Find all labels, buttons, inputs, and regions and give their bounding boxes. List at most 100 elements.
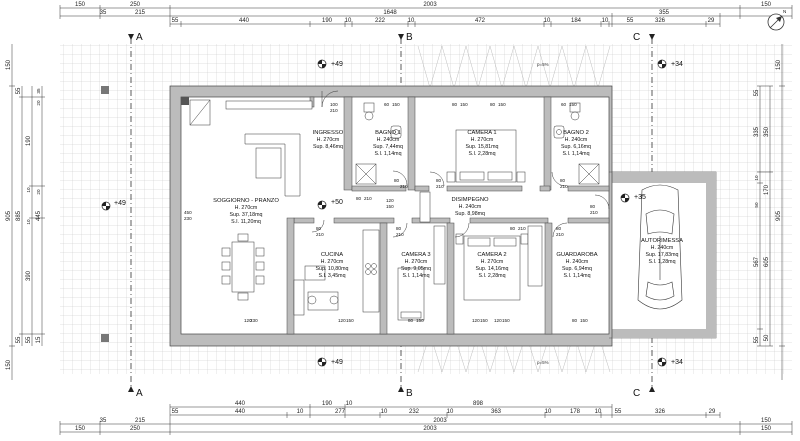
svg-text:+35: +35 xyxy=(634,194,646,201)
dim-bot-3-d: 150 xyxy=(761,418,772,424)
svg-text:80: 80 xyxy=(396,226,402,231)
living-furniture xyxy=(189,99,313,197)
svg-text:H. 240cm: H. 240cm xyxy=(565,137,588,143)
north-label: N xyxy=(783,9,786,14)
dim-top-3-a: 55 xyxy=(172,18,179,24)
dim-left-outer-c: 150 xyxy=(6,359,12,370)
room-bagno1: BAGNO 1 H. 240cm Sup. 7,44mq S.I. 1,14mq xyxy=(373,130,403,157)
dimension-lines-bottom xyxy=(59,404,793,435)
dim-top-3-f: 10 xyxy=(408,18,415,24)
dim-top-1-c: 2003 xyxy=(423,2,437,8)
ramp-hatch-top xyxy=(417,45,611,89)
svg-text:120: 120 xyxy=(338,318,346,323)
ramp-hatch-bottom xyxy=(417,333,611,373)
svg-text:80: 80 xyxy=(556,226,562,231)
dim-bot-3-a: 35 xyxy=(100,418,107,424)
svg-text:Sup. 15,81mq: Sup. 15,81mq xyxy=(466,144,499,150)
dim-left-detail-b: 20 xyxy=(36,100,41,106)
dim-left-inner-b: 445 xyxy=(36,210,42,221)
section-b-bottom: B xyxy=(406,388,413,399)
dim-right-inner-b: 50 xyxy=(754,202,759,208)
section-a-bottom: A xyxy=(136,388,143,399)
svg-text:210: 210 xyxy=(330,108,338,113)
room-guardaroba: GUARDAROBA H. 240cm Sup. 6,94mq S.I. 1,1… xyxy=(556,252,597,279)
room-autorimessa: AUTORIMESSA H. 240cm Sup. 17,83mq S.I. 1… xyxy=(641,238,683,265)
dim-top-3-g: 472 xyxy=(475,18,486,24)
dim-bot-2-h: 363 xyxy=(491,409,502,415)
dim-right-inner-a: 10 xyxy=(754,175,759,181)
svg-text:GUARDAROBA: GUARDAROBA xyxy=(556,252,597,258)
svg-text:CAMERA 1: CAMERA 1 xyxy=(467,130,496,136)
dim-left-mid-c: 55 xyxy=(16,336,22,343)
dim-top-3-e: 222 xyxy=(375,18,386,24)
dimension-lines-top xyxy=(59,5,793,27)
room-bagno2: BAGNO 2 H. 240cm Sup. 6,16mq S.I. 1,14mq xyxy=(561,130,591,157)
svg-text:+34: +34 xyxy=(671,61,683,68)
svg-text:H. 240cm: H. 240cm xyxy=(566,259,589,265)
level-marker-living: +50 xyxy=(317,199,343,210)
dim-bot-4-a: 150 xyxy=(75,426,86,432)
svg-text:BAGNO 1: BAGNO 1 xyxy=(375,130,401,136)
svg-text:150: 150 xyxy=(416,318,424,323)
svg-text:80: 80 xyxy=(452,102,458,107)
dim-bot-2-b: 440 xyxy=(235,409,246,415)
dimension-lines-left xyxy=(9,44,45,380)
svg-text:H. 270cm: H. 270cm xyxy=(317,137,340,143)
svg-text:S.I. 1,14mq: S.I. 1,14mq xyxy=(562,151,589,157)
svg-text:210: 210 xyxy=(364,196,372,201)
dim-bot-3-c: 2003 xyxy=(433,418,447,424)
svg-text:450: 450 xyxy=(184,210,192,215)
svg-text:80: 80 xyxy=(316,226,322,231)
level-marker-top-right: +34 xyxy=(657,59,683,69)
room-ingresso: INGRESSO H. 270cm Sup. 8,46mq xyxy=(313,130,344,150)
svg-text:S.I. 2,28mq: S.I. 2,28mq xyxy=(478,273,505,279)
opening-labels: 100 210 60 150 80 150 80 150 60 150 80 2… xyxy=(184,102,598,323)
dim-right-mid-c: 905 xyxy=(776,210,782,221)
dim-top-1-a: 150 xyxy=(75,2,86,8)
svg-text:210: 210 xyxy=(590,210,598,215)
level-marker-garage: +35 xyxy=(620,193,646,203)
room-camera2: CAMERA 2 H. 270cm Sup. 14,16mq S.I. 2,28… xyxy=(476,252,509,279)
level-marker-top-left: +49 xyxy=(317,59,343,69)
dining-table xyxy=(221,233,265,301)
svg-text:210: 210 xyxy=(560,184,568,189)
dim-left-detail-d: 10 xyxy=(26,187,31,193)
svg-text:150: 150 xyxy=(386,204,394,209)
room-cucina: CUCINA H. 270cm Sup. 10,80mq S.I. 3,45mq xyxy=(316,252,349,279)
dim-bot-2-k: 10 xyxy=(595,409,602,415)
dim-bot-2-a: 55 xyxy=(172,409,179,415)
svg-text:SOGGIORNO - PRANZO: SOGGIORNO - PRANZO xyxy=(213,198,279,204)
svg-text:+49: +49 xyxy=(331,359,343,366)
dim-bot-2-f: 232 xyxy=(409,409,420,415)
dim-right-outer-c: 350 xyxy=(764,126,770,137)
dim-top-3-j: 10 xyxy=(602,18,609,24)
svg-text:80: 80 xyxy=(572,318,578,323)
svg-text:CAMERA 3: CAMERA 3 xyxy=(401,252,430,258)
dimension-text-top: 150 250 2003 150 35 215 1648 355 55 440 … xyxy=(75,2,772,24)
car-icon xyxy=(637,184,683,310)
room-soggiorno: SOGGIORNO - PRANZO H. 270cm Sup. 37,18mq… xyxy=(213,198,279,225)
dim-left-inner-d: 55 xyxy=(26,336,32,343)
dim-left-inner-e: 15 xyxy=(36,336,42,343)
svg-text:H. 240cm: H. 240cm xyxy=(651,245,674,251)
svg-text:Sup. 8,46mq: Sup. 8,46mq xyxy=(313,144,343,150)
bathroom2-fixtures xyxy=(553,102,600,185)
svg-text:120: 120 xyxy=(472,318,480,323)
dim-top-3-b: 440 xyxy=(239,18,250,24)
svg-text:+34: +34 xyxy=(671,359,683,366)
dim-right-outer-d: 567 xyxy=(754,256,760,267)
svg-text:80: 80 xyxy=(490,102,496,107)
dim-bot-2-d: 277 xyxy=(335,409,346,415)
svg-text:Sup. 17,83mq: Sup. 17,83mq xyxy=(646,252,679,258)
dim-top-3-l: 326 xyxy=(655,18,666,24)
dim-right-outer-e: 170 xyxy=(764,184,770,195)
bed-camera2 xyxy=(455,233,529,301)
dim-bot-2-e: 10 xyxy=(381,409,388,415)
svg-text:S.I. 2,28mq: S.I. 2,28mq xyxy=(468,151,495,157)
dim-right-inner-c: 150 xyxy=(776,59,782,70)
svg-text:CUCINA: CUCINA xyxy=(321,252,343,258)
svg-text:H. 270cm: H. 270cm xyxy=(321,259,344,265)
svg-text:INGRESSO: INGRESSO xyxy=(313,130,344,136)
dim-top-3-i: 184 xyxy=(571,18,582,24)
